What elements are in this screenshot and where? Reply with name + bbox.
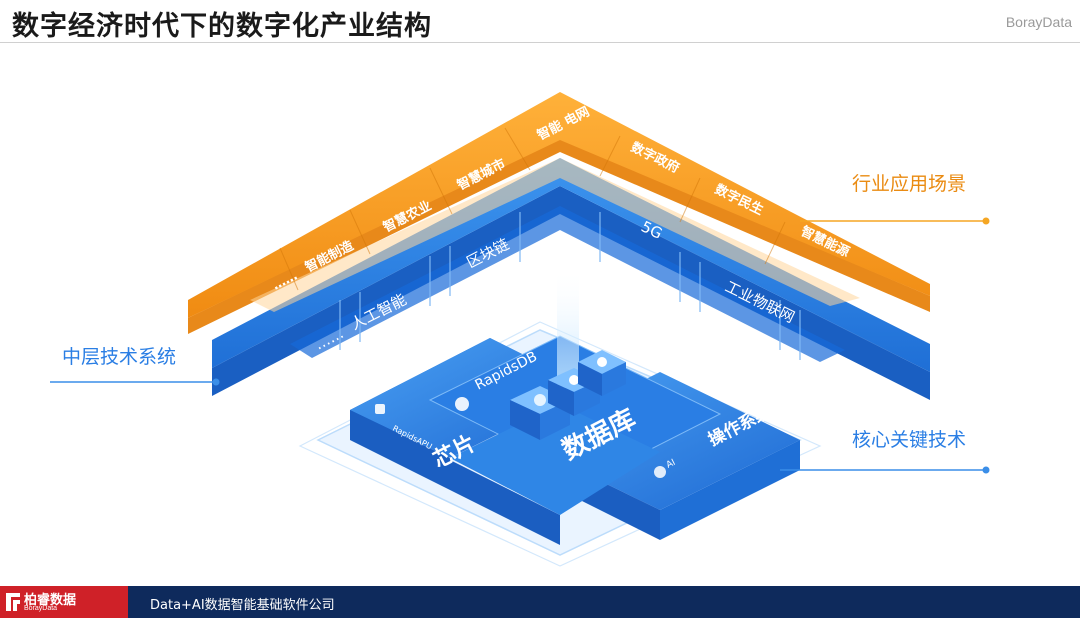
core-os-tag: AI (665, 458, 677, 471)
label-core-tech: 核心关键技术 (852, 429, 966, 451)
footer-logo-cn: 柏睿数据 (24, 593, 77, 608)
footer-slogan: Data+AI数据智能基础软件公司 (150, 598, 335, 613)
core-tag-icons (375, 397, 666, 478)
footer-bar: 柏睿数据 BorayData Data+AI数据智能基础软件公司 (0, 586, 1080, 618)
label-industry-scenarios: 行业应用场景 (852, 173, 966, 195)
brand-logo-icon (6, 593, 20, 611)
core-platform (350, 268, 800, 545)
footer-logo: 柏睿数据 BorayData (0, 586, 128, 618)
connector-lines (50, 217, 990, 474)
database-cubes (510, 350, 626, 440)
orange-layer (188, 92, 930, 334)
footer-logo-en: BorayData (24, 605, 58, 612)
label-middle-tech: 中层技术系统 (62, 346, 176, 368)
brand-watermark: BorayData (1005, 14, 1072, 30)
title-divider (0, 42, 1080, 43)
industry-structure-diagram: …… 智能制造 智慧农业 智慧城市 智能 电网 数字政府 数字民生 智慧能源 …… (50, 92, 990, 567)
page-title: 数字经济时代下的数字化产业结构 (12, 11, 432, 42)
